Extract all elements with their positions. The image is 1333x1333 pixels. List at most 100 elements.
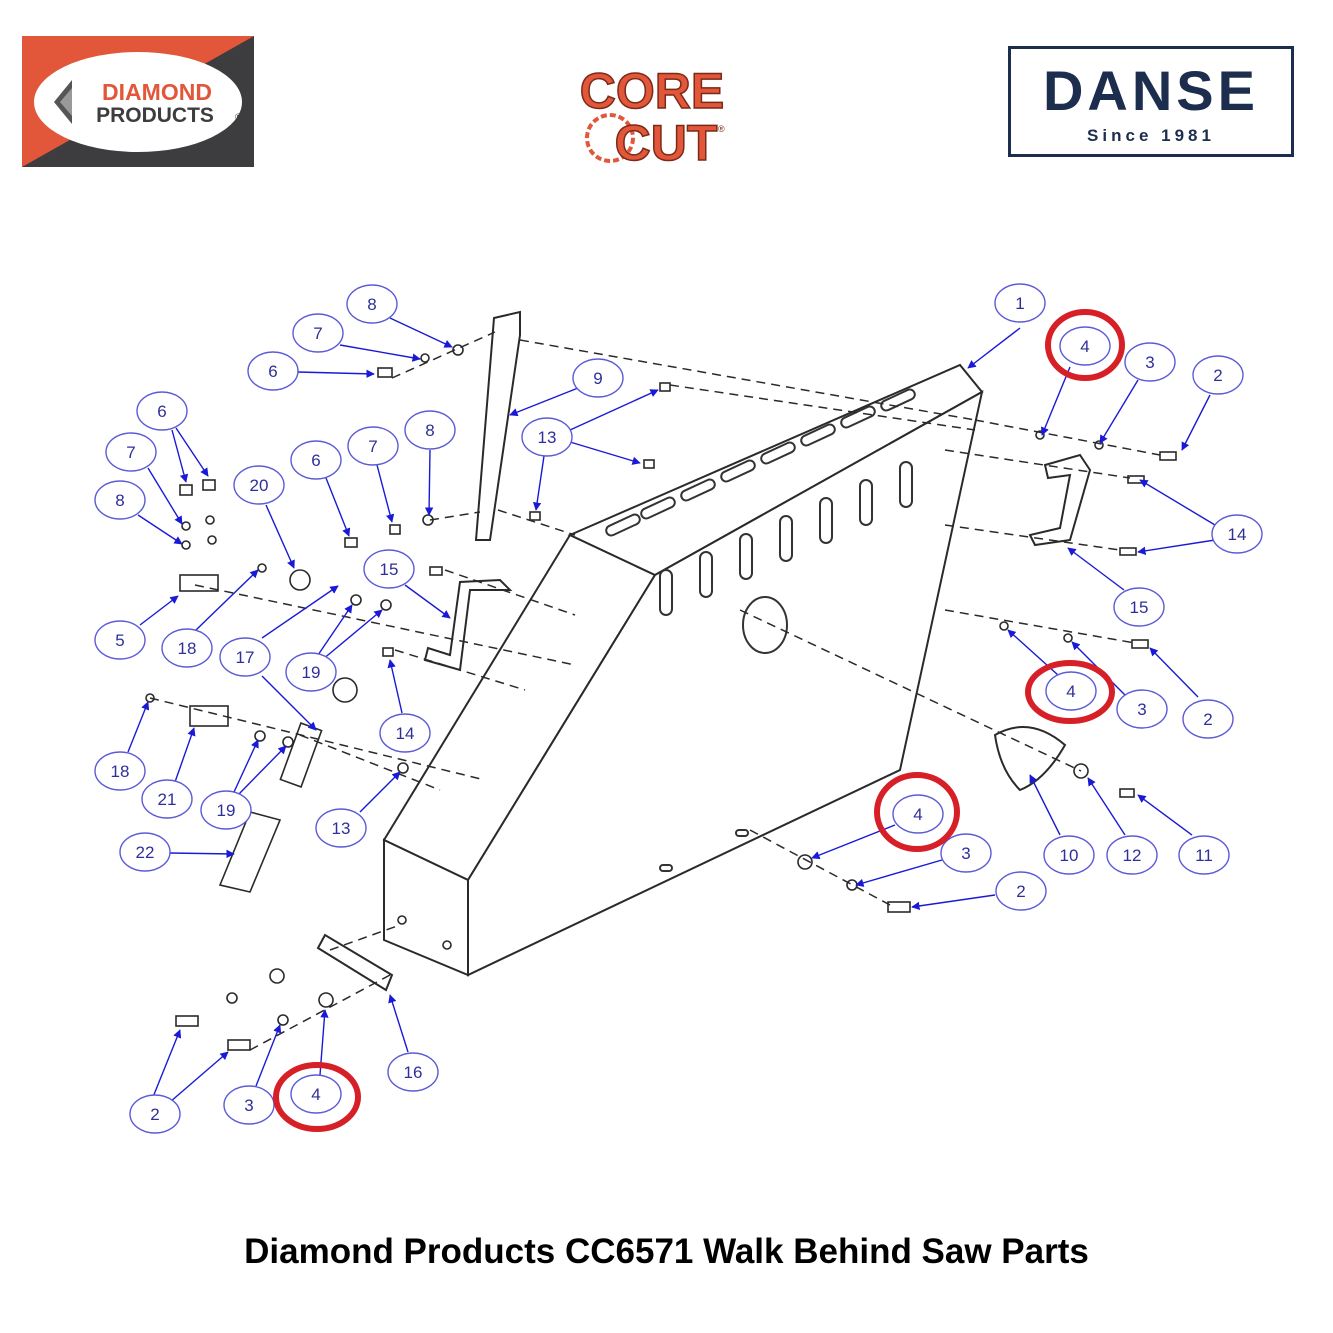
diamond-mark-icon xyxy=(54,80,72,124)
callout-2: 2 xyxy=(129,1029,229,1134)
danse-logo: DANSE Since 1981 xyxy=(1008,46,1294,157)
callout-12: 12 xyxy=(1087,777,1158,875)
assembly-lines xyxy=(149,331,1161,1051)
svg-text:19: 19 xyxy=(217,801,236,820)
core-cut-logo: CORE CUT ® xyxy=(579,62,725,170)
diamond-logo-line2: PRODUCTS xyxy=(96,104,214,127)
diagram-caption: Diamond Products CC6571 Walk Behind Saw … xyxy=(244,1232,1089,1271)
svg-text:8: 8 xyxy=(115,491,124,510)
svg-text:17: 17 xyxy=(236,648,255,667)
svg-text:13: 13 xyxy=(538,428,557,447)
svg-text:14: 14 xyxy=(1228,525,1247,544)
callout-7: 7 xyxy=(105,432,183,525)
svg-text:7: 7 xyxy=(126,443,135,462)
callout-1: 1 xyxy=(967,283,1046,369)
callout-5: 5 xyxy=(94,595,179,660)
svg-text:3: 3 xyxy=(961,844,970,863)
svg-text:3: 3 xyxy=(1137,700,1146,719)
svg-text:3: 3 xyxy=(244,1096,253,1115)
svg-text:22: 22 xyxy=(136,843,155,862)
saw-blade-icon xyxy=(585,113,635,163)
highlight-ring xyxy=(1025,660,1115,724)
svg-text:8: 8 xyxy=(425,421,434,440)
svg-text:6: 6 xyxy=(268,362,277,381)
svg-text:6: 6 xyxy=(157,402,166,421)
svg-text:2: 2 xyxy=(1203,710,1212,729)
svg-text:1: 1 xyxy=(1015,294,1024,313)
svg-text:12: 12 xyxy=(1123,846,1142,865)
callout-7: 7 xyxy=(347,426,399,523)
danse-logo-name: DANSE xyxy=(1043,59,1259,122)
svg-text:20: 20 xyxy=(250,476,269,495)
callout-6: 6 xyxy=(247,351,375,391)
svg-text:2: 2 xyxy=(150,1105,159,1124)
callout-8: 8 xyxy=(404,410,456,516)
callout-13: 13 xyxy=(521,389,659,511)
lamp-cover-part xyxy=(993,726,1067,792)
parts-exploded-diagram: 1 2 2 2 2 3 3 3 3 4 4 4 4 5 6 6 6 7 7 7 … xyxy=(94,283,1263,1134)
callout-2: 2 xyxy=(911,871,1047,911)
callout-3: 3 xyxy=(223,1024,282,1125)
corecut-logo-line2: CUT xyxy=(615,115,718,170)
callout-6: 6 xyxy=(290,440,351,537)
callouts: 1 2 2 2 2 3 3 3 3 4 4 4 4 5 6 6 6 7 7 7 … xyxy=(94,283,1263,1134)
svg-text:13: 13 xyxy=(332,819,351,838)
callout-15: 15 xyxy=(1067,547,1165,627)
callout-21: 21 xyxy=(141,727,196,819)
danse-logo-tagline: Since 1981 xyxy=(1087,126,1215,145)
callout-2: 2 xyxy=(1149,647,1234,739)
rear-plate-part xyxy=(316,933,394,992)
svg-text:4: 4 xyxy=(311,1085,320,1104)
diamond-logo-line1: DIAMOND xyxy=(102,79,212,105)
svg-text:4: 4 xyxy=(1080,337,1089,356)
callout-19: 19 xyxy=(285,604,383,692)
svg-text:18: 18 xyxy=(178,639,197,658)
callout-10: 10 xyxy=(1029,774,1095,875)
callout-18: 18 xyxy=(94,701,150,791)
svg-text:10: 10 xyxy=(1060,846,1079,865)
svg-text:3: 3 xyxy=(1145,353,1154,372)
callout-13: 13 xyxy=(315,771,401,848)
svg-text:14: 14 xyxy=(396,724,415,743)
mounting-bar-part xyxy=(474,310,521,541)
highlight-rings xyxy=(273,309,1125,1132)
callout-11: 11 xyxy=(1137,794,1230,875)
diamond-logo-registered: ® xyxy=(235,112,242,122)
svg-text:4: 4 xyxy=(1066,682,1075,701)
svg-text:4: 4 xyxy=(913,805,922,824)
blade-guard-body xyxy=(382,363,984,977)
corecut-logo-line1: CORE xyxy=(580,63,724,119)
callout-3: 3 xyxy=(1071,641,1168,729)
callout-14: 14 xyxy=(379,659,431,753)
highlight-ring xyxy=(273,1062,361,1132)
corecut-logo-registered: ® xyxy=(718,124,725,134)
svg-text:7: 7 xyxy=(313,324,322,343)
callout-3: 3 xyxy=(855,833,992,887)
callout-19: 19 xyxy=(200,739,287,830)
callout-17: 17 xyxy=(219,585,339,731)
svg-text:6: 6 xyxy=(311,451,320,470)
callout-8: 8 xyxy=(346,284,453,348)
svg-text:11: 11 xyxy=(1195,846,1213,865)
callout-18: 18 xyxy=(161,569,259,668)
highlight-ring xyxy=(874,772,960,852)
callout-9: 9 xyxy=(509,358,624,417)
svg-text:2: 2 xyxy=(1213,366,1222,385)
callout-4: 4 xyxy=(1040,326,1111,436)
callout-16: 16 xyxy=(387,994,439,1092)
svg-text:15: 15 xyxy=(380,560,399,579)
svg-text:16: 16 xyxy=(404,1063,423,1082)
svg-text:8: 8 xyxy=(367,295,376,314)
callout-22: 22 xyxy=(119,832,235,872)
svg-text:5: 5 xyxy=(115,631,124,650)
callout-20: 20 xyxy=(233,465,295,569)
svg-text:7: 7 xyxy=(368,437,377,456)
callout-4: 4 xyxy=(290,1009,342,1114)
svg-text:19: 19 xyxy=(302,663,321,682)
callout-6: 6 xyxy=(136,391,209,483)
hardware-fasteners xyxy=(145,344,1177,1051)
highlight-ring xyxy=(1045,309,1125,381)
callout-4: 4 xyxy=(1007,629,1097,711)
svg-text:21: 21 xyxy=(158,790,177,809)
callout-7: 7 xyxy=(292,313,421,362)
